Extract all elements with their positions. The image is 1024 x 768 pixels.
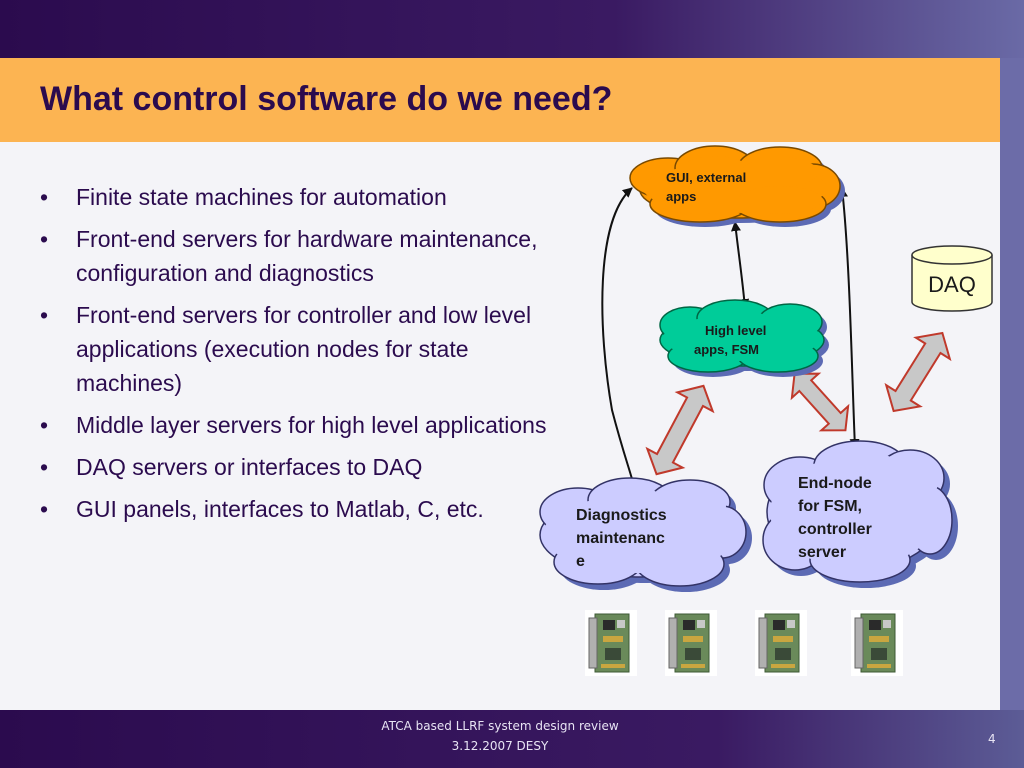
high-level-label-line1: High level xyxy=(705,323,766,338)
gui-cloud xyxy=(629,145,845,227)
bullet-item: DAQ servers or interfaces to DAQ xyxy=(36,450,556,484)
daq-database-icon xyxy=(911,245,993,312)
footer-text: ATCA based LLRF system design review 3.1… xyxy=(300,716,700,756)
bullet-item: Middle layer servers for high level appl… xyxy=(36,408,556,442)
end-node-label-line2: for FSM, xyxy=(798,498,862,515)
bullet-item: Front-end servers for hardware maintenan… xyxy=(36,222,556,290)
hardware-board-image xyxy=(755,610,807,676)
bullet-item: GUI panels, interfaces to Matlab, C, etc… xyxy=(36,492,556,526)
bullet-item: Finite state machines for automation xyxy=(36,180,556,214)
end-node-label-line1: End-node xyxy=(798,475,872,492)
diagnostics-label-line1: Diagnostics xyxy=(576,507,667,524)
gui-label-line2: apps xyxy=(666,189,696,204)
connector-arrow xyxy=(601,187,640,496)
footer-line-1: ATCA based LLRF system design review xyxy=(381,719,619,733)
end-node-label-line3: controller xyxy=(798,521,872,538)
connector-arrow xyxy=(730,221,750,309)
right-accent-bar xyxy=(1000,58,1024,710)
hardware-board-image xyxy=(585,610,637,676)
diagnostics-label-line2: maintenanc xyxy=(576,530,665,547)
slide-title: What control software do we need? xyxy=(40,80,613,118)
high-level-label-line2: apps, FSM xyxy=(694,342,759,357)
bullet-item: Front-end servers for controller and low… xyxy=(36,298,556,400)
high-level-apps-cloud xyxy=(659,299,829,377)
end-node-label-line4: server xyxy=(798,544,846,561)
end-node-cloud xyxy=(762,440,958,588)
bidirectional-arrow xyxy=(645,384,715,476)
footer-line-2: 3.12.2007 DESY xyxy=(451,739,549,753)
bidirectional-arrow xyxy=(790,372,850,432)
bullet-list: Finite state machines for automation Fro… xyxy=(36,180,556,534)
hardware-board-image xyxy=(665,610,717,676)
title-bar xyxy=(0,58,1000,142)
hardware-board-image xyxy=(851,610,903,676)
gui-label-line1: GUI, external xyxy=(666,170,746,185)
connector-arrow xyxy=(838,187,860,449)
diagnostics-cloud xyxy=(539,477,752,592)
page-number: 4 xyxy=(988,732,996,746)
daq-label: DAQ xyxy=(928,272,976,297)
top-bar xyxy=(0,0,1024,58)
bidirectional-arrow xyxy=(884,331,952,413)
diagnostics-label-line3: e xyxy=(576,553,585,570)
footer-bar xyxy=(0,710,1024,768)
